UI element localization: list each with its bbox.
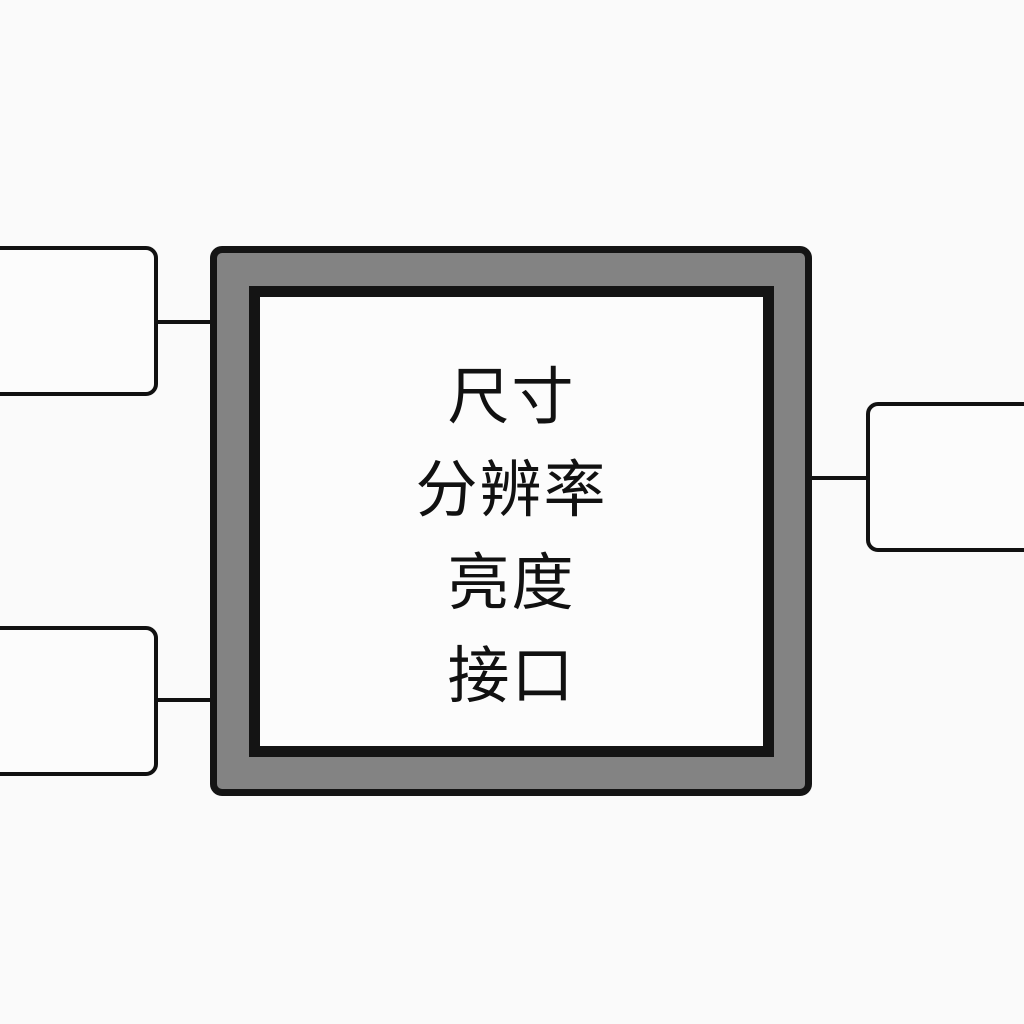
- component-box-left-bottom: [0, 626, 158, 776]
- spec-item-brightness: 亮度: [447, 546, 576, 619]
- monitor-spec-list: 尺寸 分辨率 亮度 接口: [249, 350, 774, 722]
- spec-item-size: 尺寸: [447, 360, 576, 433]
- spec-item-resolution: 分辨率: [415, 453, 608, 526]
- monitor-screen: [249, 286, 774, 757]
- component-box-right: [866, 402, 1024, 552]
- component-box-left-top: [0, 246, 158, 396]
- spec-item-interface: 接口: [447, 639, 576, 712]
